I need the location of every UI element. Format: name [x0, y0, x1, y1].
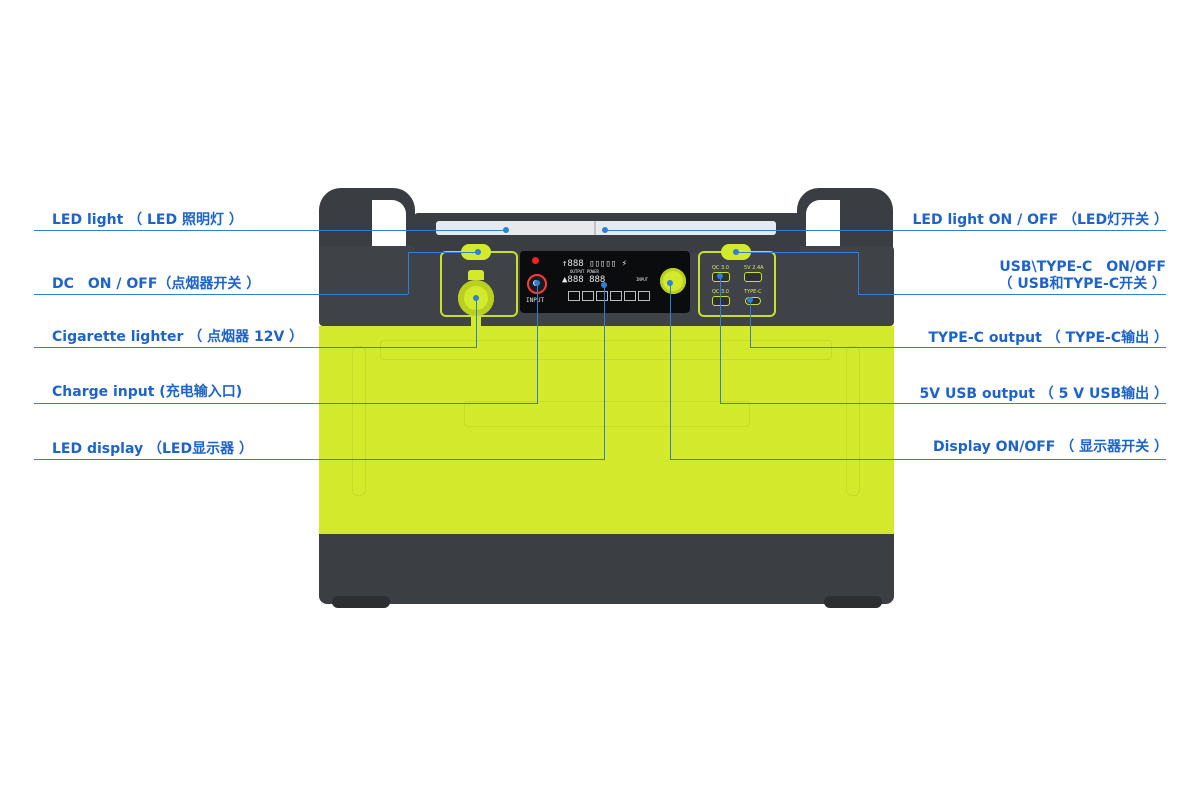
- left-foot: [332, 596, 390, 608]
- callout-dot-dc: [475, 249, 481, 255]
- callout-dot-usb-switch: [733, 249, 739, 255]
- input-indicator-light: [532, 257, 539, 264]
- callout-line-led-light: [34, 230, 506, 231]
- battery-body: [319, 326, 894, 534]
- callout-line-display-v: [604, 285, 605, 460]
- lcd-row-2: ▲888 888: [562, 275, 606, 285]
- typec-port-label: TYPE-C: [744, 289, 762, 295]
- callout-line-dc-h2: [408, 252, 478, 253]
- callout-line-usb-h: [720, 403, 1166, 404]
- callout-line-usb-switch-v: [858, 252, 859, 294]
- front-recess-top: [380, 340, 832, 360]
- label-usb-output: 5V USB output （ 5 V USB输出 ）: [919, 386, 1168, 402]
- callout-line-usb-switch-h2: [736, 252, 858, 253]
- label-led-display: LED display （LED显示器 ）: [52, 441, 253, 457]
- callout-dot-typec: [747, 297, 753, 303]
- label-cigarette-lighter: Cigarette lighter （ 点烟器 12V ）: [52, 329, 304, 345]
- usb-port-2-label: 5V 2.4A: [744, 265, 764, 271]
- right-foot: [824, 596, 882, 608]
- usb-port-3[interactable]: [712, 296, 730, 306]
- callout-line-usb-switch-h: [858, 294, 1166, 295]
- lcd-input-tag: INPUT: [636, 277, 649, 282]
- base: [319, 534, 894, 604]
- led-light-divider: [594, 221, 596, 235]
- typec-port[interactable]: [745, 297, 761, 305]
- front-recess-bottom: [464, 401, 750, 427]
- callout-line-dc-v: [408, 252, 409, 294]
- callout-line-typec-v: [750, 300, 751, 348]
- front-recess-right: [846, 346, 860, 496]
- label-dc-on-off: DC ON / OFF（点烟器开关 ）: [52, 276, 261, 292]
- power-button-icon[interactable]: [660, 268, 686, 294]
- front-recess-left: [352, 346, 366, 496]
- label-display-on-off: Display ON/OFF （ 显示器开关 ）: [933, 439, 1168, 455]
- lcd-icon-row: [568, 291, 650, 301]
- usb-port-1-label: QC 3.0: [712, 265, 729, 271]
- label-usb-typec-on-off-2: （ USB和TYPE-C开关 ）: [998, 276, 1166, 292]
- label-usb-typec-on-off-1: USB\TYPE-C ON/OFF: [999, 259, 1166, 275]
- callout-line-display-h: [34, 459, 604, 460]
- lcd-row-1: ↑888 ▯▯▯▯▯ ⚡: [562, 259, 628, 269]
- usb-panel: [698, 251, 776, 317]
- callout-dot-display: [601, 282, 607, 288]
- callout-dot-led-light: [503, 227, 509, 233]
- callout-line-cig-v: [476, 298, 477, 348]
- usb-port-2[interactable]: [744, 272, 762, 282]
- callout-line-typec-h: [750, 347, 1166, 348]
- lcd-caption: OUTPUT POWER: [570, 269, 599, 274]
- callout-dot-input: [534, 280, 540, 286]
- callout-dot-led-switch: [602, 227, 608, 233]
- callout-dot-display-switch: [667, 280, 673, 286]
- callout-line-led-switch: [606, 230, 1166, 231]
- input-port-label: INPUT: [526, 297, 545, 304]
- callout-line-display-switch-h: [670, 459, 1166, 460]
- label-charge-input: Charge input (充电输入口): [52, 384, 243, 400]
- callout-line-cig-h: [34, 347, 477, 348]
- label-led-light: LED light （ LED 照明灯 ）: [52, 212, 243, 228]
- label-typec-output: TYPE-C output （ TYPE-C输出 ）: [928, 330, 1168, 346]
- callout-line-input-v: [537, 283, 538, 404]
- callout-dot-usb: [717, 273, 723, 279]
- label-led-light-on-off: LED light ON / OFF （LED灯开关 ）: [912, 212, 1169, 228]
- callout-line-display-switch-v: [670, 283, 671, 460]
- callout-line-usb-v: [720, 276, 721, 404]
- callout-dot-cig: [473, 295, 479, 301]
- cigarette-lighter-cap: [468, 270, 484, 280]
- callout-line-dc-h: [34, 294, 408, 295]
- callout-line-input-h: [34, 403, 537, 404]
